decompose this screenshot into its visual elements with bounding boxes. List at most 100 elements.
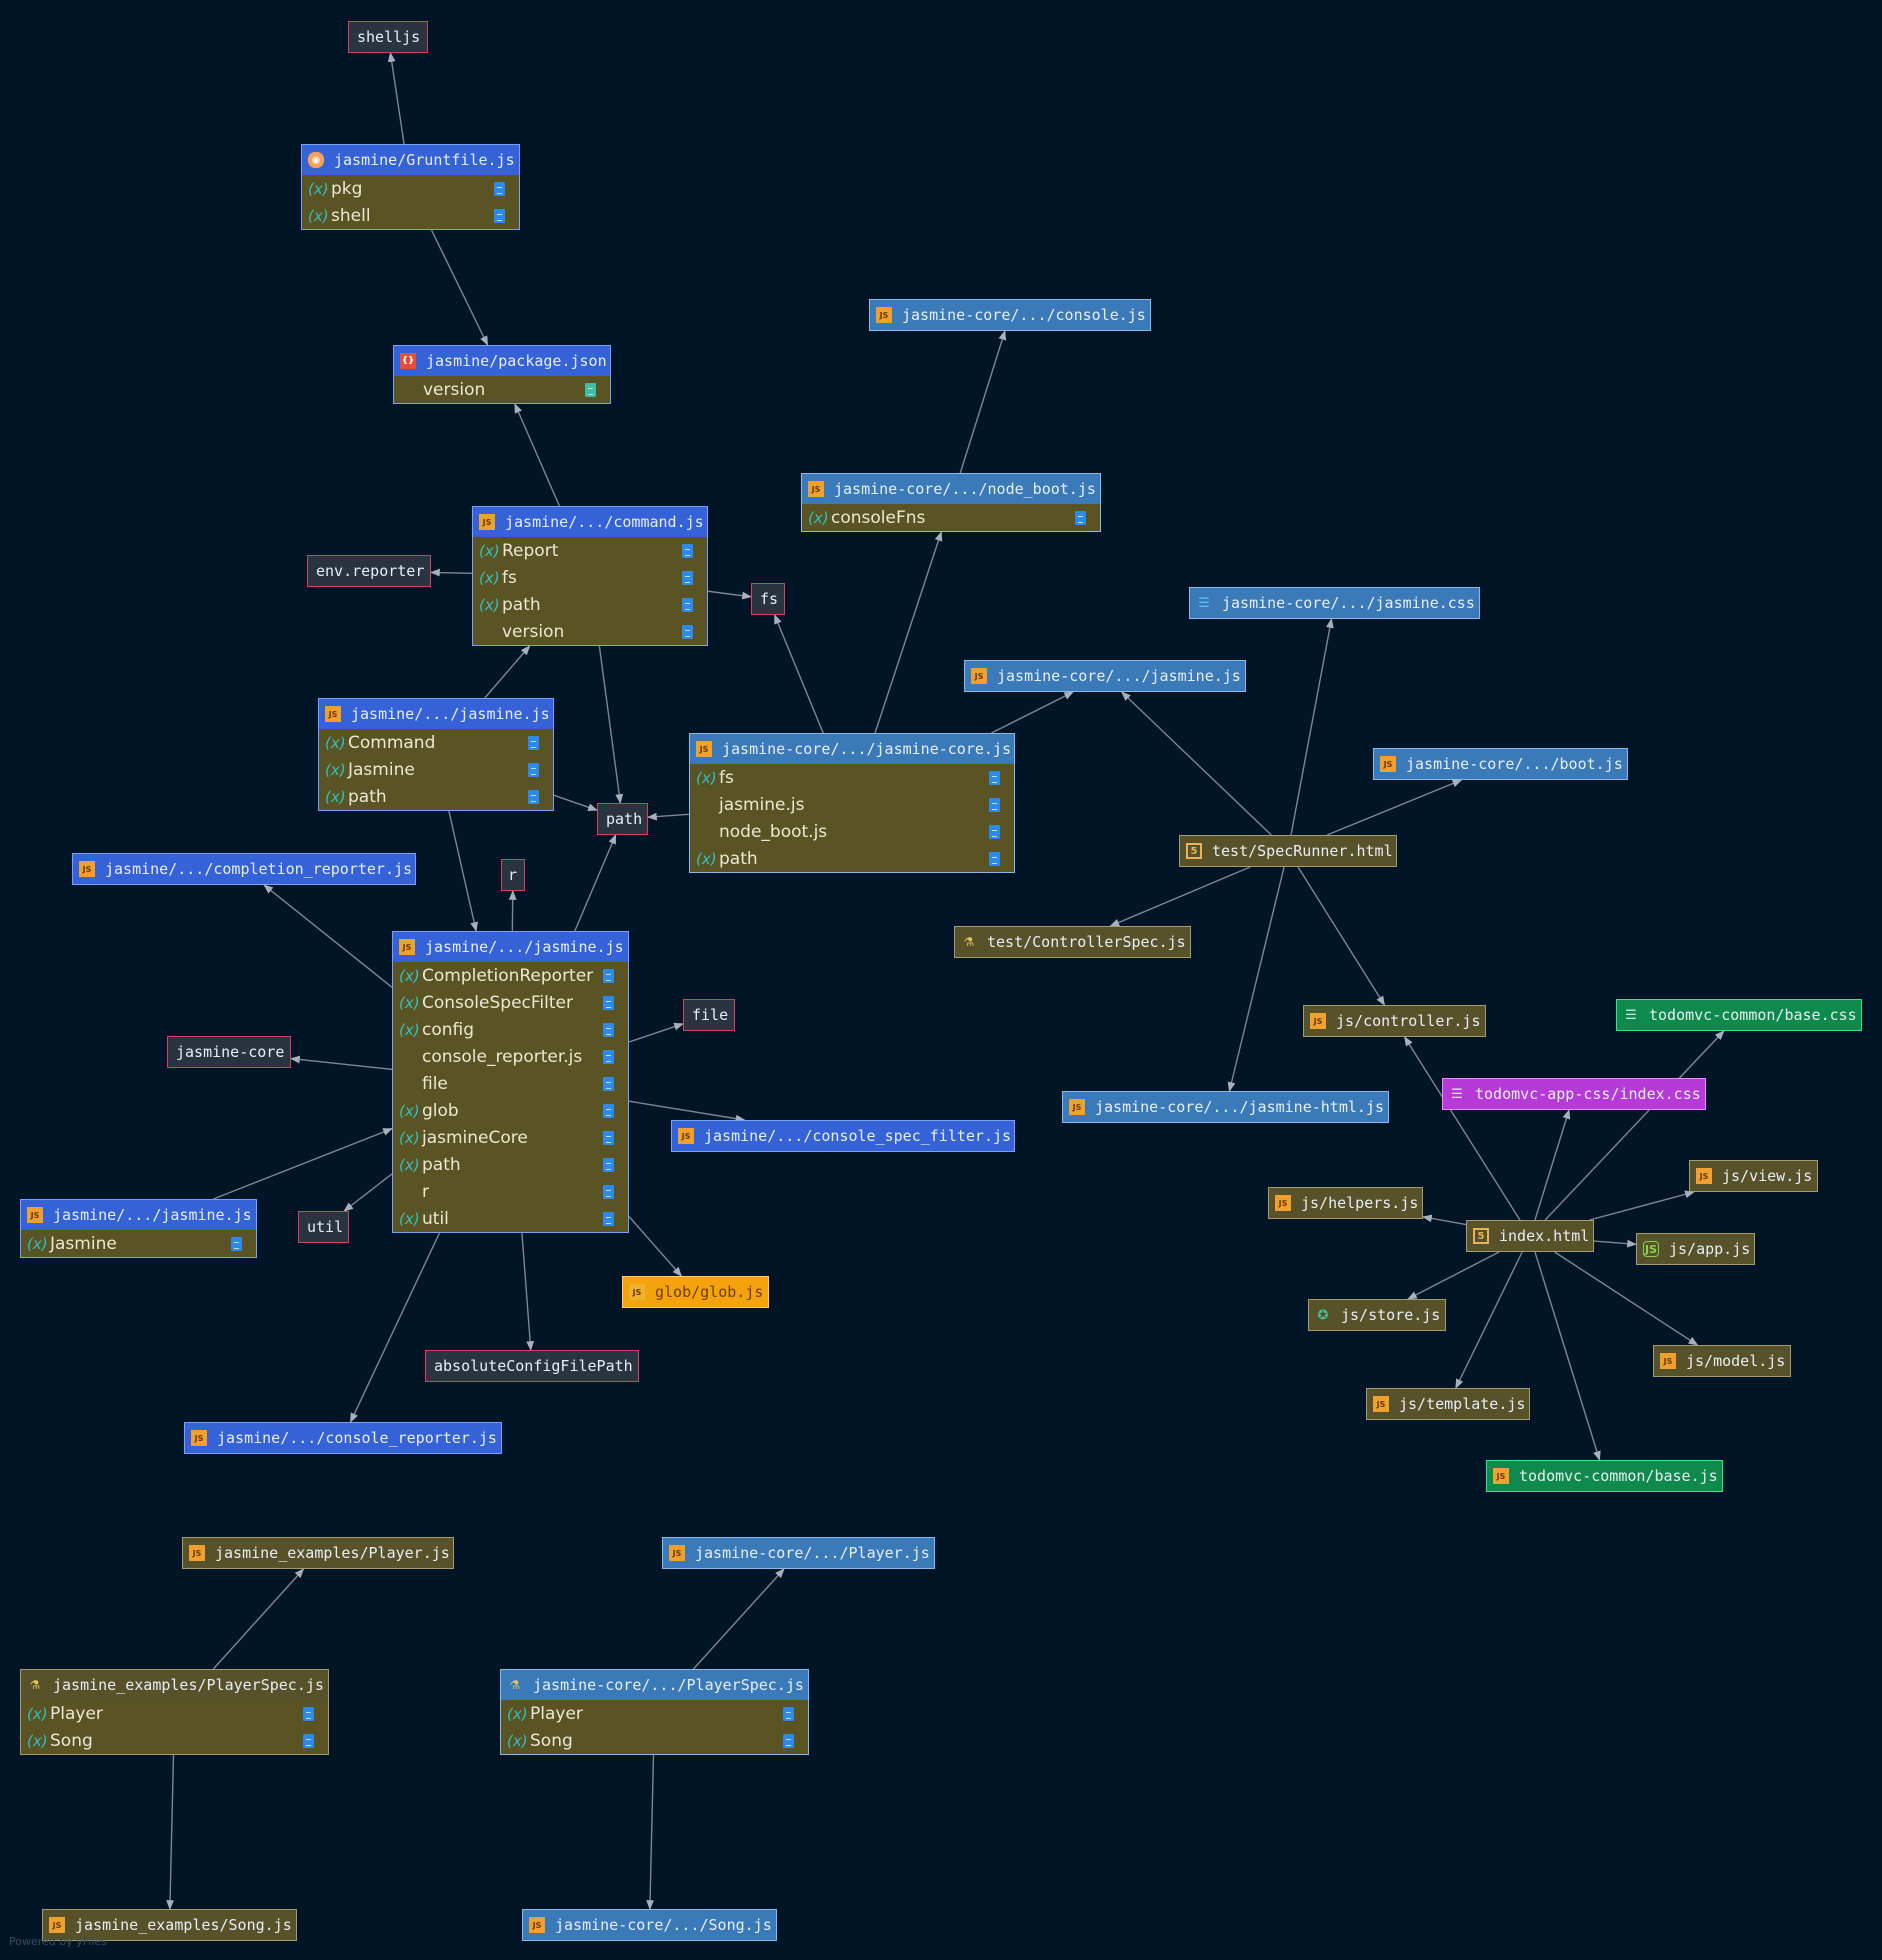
file-icon — [603, 995, 614, 1010]
member-row[interactable]: (x)path — [473, 591, 707, 618]
node-todomvc-base-css[interactable]: ☰todomvc-common/base.css — [1616, 999, 1862, 1031]
js-file-icon: JS — [678, 1128, 694, 1144]
member-row[interactable]: (x)Song — [501, 1727, 808, 1754]
member-row[interactable]: version — [473, 618, 707, 645]
member-row[interactable]: r — [393, 1178, 628, 1205]
member-row[interactable]: (x)CompletionReporter — [393, 962, 628, 989]
member-label: jasmineCore — [422, 1127, 528, 1148]
member-row[interactable]: file — [393, 1070, 628, 1097]
node-util[interactable]: util — [298, 1211, 349, 1243]
node-view-js[interactable]: JS js/view.js — [1689, 1160, 1818, 1192]
member-row[interactable]: (x)path — [690, 845, 1014, 872]
member-row[interactable]: (x)Command — [319, 729, 553, 756]
node-jasmine-css[interactable]: ☰jasmine-core/.../jasmine.css — [1189, 587, 1480, 619]
member-label: path — [719, 848, 758, 869]
member-label: node_boot.js — [719, 821, 828, 842]
node-env-reporter[interactable]: env.reporter — [307, 555, 431, 587]
node-store-js[interactable]: ✪js/store.js — [1308, 1299, 1446, 1331]
node-core-player-spec[interactable]: ⚗jasmine-core/.../PlayerSpec.js (x)Playe… — [500, 1669, 809, 1755]
node-label: js/view.js — [1722, 1167, 1813, 1185]
node-label: path — [606, 810, 643, 828]
node-shelljs[interactable]: shelljs — [348, 21, 428, 53]
member-row[interactable]: (x)util — [393, 1205, 628, 1232]
member-label: path — [422, 1154, 461, 1175]
edge-index_html-to-store_js — [1407, 1251, 1500, 1300]
member-row[interactable]: (x)consoleFns — [802, 504, 1100, 531]
node-examples-player-spec[interactable]: ⚗jasmine_examples/PlayerSpec.js (x)Playe… — [20, 1669, 329, 1755]
node-label: jasmine-core/.../boot.js — [1406, 755, 1623, 773]
member-row[interactable]: (x)jasmineCore — [393, 1124, 628, 1151]
member-row[interactable]: console_reporter.js — [393, 1043, 628, 1070]
node-gruntfile[interactable]: ◉jasmine/Gruntfile.js (x)pkg (x)shell — [301, 144, 520, 230]
member-row[interactable]: (x)config — [393, 1016, 628, 1043]
edge-index_html-to-todomvc_base_js — [1534, 1251, 1601, 1461]
member-row[interactable]: (x)Player — [21, 1700, 328, 1727]
js-file-icon: JS — [1696, 1168, 1712, 1184]
file-icon — [989, 851, 1000, 866]
node-package-json[interactable]: {}jasmine/package.json version — [393, 345, 611, 404]
node-file[interactable]: file — [683, 999, 735, 1031]
member-row[interactable]: (x)fs — [690, 764, 1014, 791]
node-app-css[interactable]: ☰todomvc-app-css/index.css — [1442, 1078, 1706, 1110]
member-list: (x)Jasmine — [21, 1230, 256, 1257]
member-row[interactable]: (x)Song — [21, 1727, 328, 1754]
member-label: fs — [502, 567, 517, 588]
member-row[interactable]: (x)path — [319, 783, 553, 810]
member-row[interactable]: (x)Player — [501, 1700, 808, 1727]
node-label: jasmine-core/.../jasmine.js — [997, 667, 1241, 685]
node-r[interactable]: r — [501, 859, 525, 891]
member-label: path — [502, 594, 541, 615]
member-row[interactable]: version — [394, 376, 610, 403]
node-controller-spec[interactable]: ⚗ test/ControllerSpec.js — [954, 926, 1191, 958]
html-file-icon: 5 — [1473, 1228, 1489, 1244]
node-label: jasmine/.../completion_reporter.js — [105, 860, 413, 878]
member-row[interactable]: (x)ConsoleSpecFilter — [393, 989, 628, 1016]
node-path[interactable]: path — [597, 803, 648, 835]
node-label: jasmine-core/.../Song.js — [555, 1916, 772, 1934]
member-row[interactable]: (x)shell — [302, 202, 519, 229]
node-label: test/ControllerSpec.js — [987, 933, 1186, 951]
member-row[interactable]: (x)Jasmine — [319, 756, 553, 783]
edge-index_html-to-app_js — [1593, 1239, 1637, 1248]
file-icon — [231, 1236, 242, 1251]
member-row[interactable]: (x)Jasmine — [21, 1230, 256, 1257]
file-icon — [603, 1130, 614, 1145]
node-absolute-config-file-path[interactable]: absoluteConfigFilePath — [425, 1350, 639, 1382]
member-row[interactable]: jasmine.js — [690, 791, 1014, 818]
member-row[interactable]: node_boot.js — [690, 818, 1014, 845]
member-row[interactable]: (x)Report — [473, 537, 707, 564]
test-flask-icon: ⚗ — [963, 935, 975, 949]
member-row[interactable]: (x)pkg — [302, 175, 519, 202]
member-row[interactable]: (x)glob — [393, 1097, 628, 1124]
node-jasmine-core[interactable]: jasmine-core — [167, 1036, 291, 1068]
member-row[interactable]: (x)path — [393, 1151, 628, 1178]
node-fs[interactable]: fs — [751, 583, 785, 615]
member-row[interactable]: (x)fs — [473, 564, 707, 591]
